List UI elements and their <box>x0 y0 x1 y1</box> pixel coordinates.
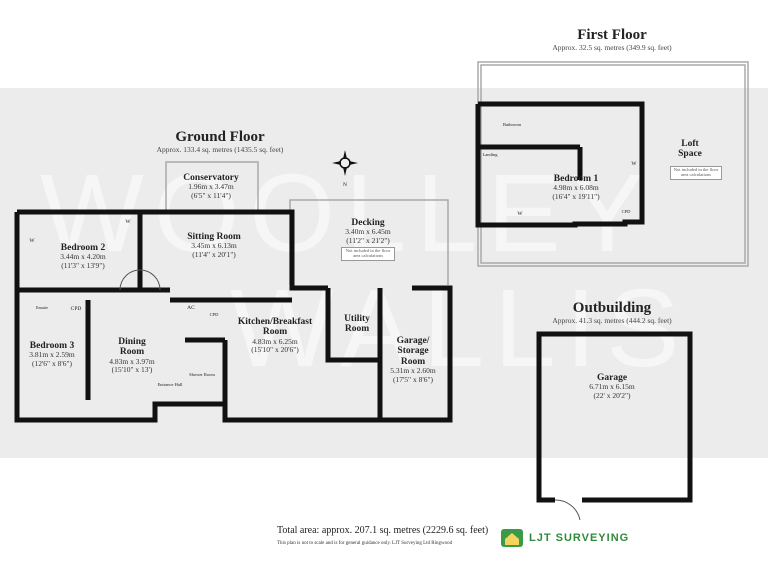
outbuilding-area: Approx. 41.3 sq. metres (444.2 sq. feet) <box>552 315 672 325</box>
label-wardrobe: W <box>517 211 523 217</box>
label-shower-room: Shower Room <box>189 372 215 377</box>
label-wardrobe: W <box>631 161 637 167</box>
label-landing: Landing <box>482 152 498 157</box>
first-floor-title: First Floor <box>577 27 647 43</box>
first-floor-area: Approx. 32.5 sq. metres (349.9 sq. feet) <box>552 42 672 52</box>
label-wardrobe: W <box>29 238 35 244</box>
total-area: Total area: approx. 207.1 sq. metres (22… <box>277 525 489 536</box>
outbuilding-title: Outbuilding <box>572 300 652 316</box>
outbuilding-header: Outbuilding Approx. 41.3 sq. metres (444… <box>552 300 671 325</box>
disclaimer: This plan is not to scale and is for gen… <box>277 541 453 546</box>
label-entrance-hall: Entrance Hall <box>157 382 183 387</box>
ground-floor-area: Approx. 133.4 sq. metres (1435.5 sq. fee… <box>156 144 284 154</box>
ground-floor-walls <box>14 209 453 423</box>
light-outlines <box>165 61 749 285</box>
label-cupboard: CPD <box>621 209 631 214</box>
outbuilding-walls <box>536 331 693 503</box>
first-floor-header: First Floor Approx. 32.5 sq. metres (349… <box>552 27 671 52</box>
label-cupboard: CPD <box>70 306 82 312</box>
brand-name: LJT SURVEYING <box>529 532 630 544</box>
label-cupboard: CPD <box>209 312 219 317</box>
first-floor-walls <box>475 101 645 228</box>
label-air-conditioning: AC <box>187 305 195 311</box>
house-logo-icon <box>501 529 523 547</box>
label-wardrobe: W <box>125 219 131 225</box>
ljt-surveying-logo: LJT SURVEYING <box>500 527 629 549</box>
ground-floor-title: Ground Floor <box>175 129 265 145</box>
label-ensuite: Ensuite <box>36 305 48 310</box>
room-utility: Utility Room <box>344 314 370 335</box>
door-swings <box>119 269 581 521</box>
compass-label: N <box>343 182 347 188</box>
ground-floor-header: Ground Floor Approx. 133.4 sq. metres (1… <box>157 129 284 154</box>
label-bathroom: Bathroom <box>503 122 521 127</box>
compass-icon <box>332 150 358 176</box>
